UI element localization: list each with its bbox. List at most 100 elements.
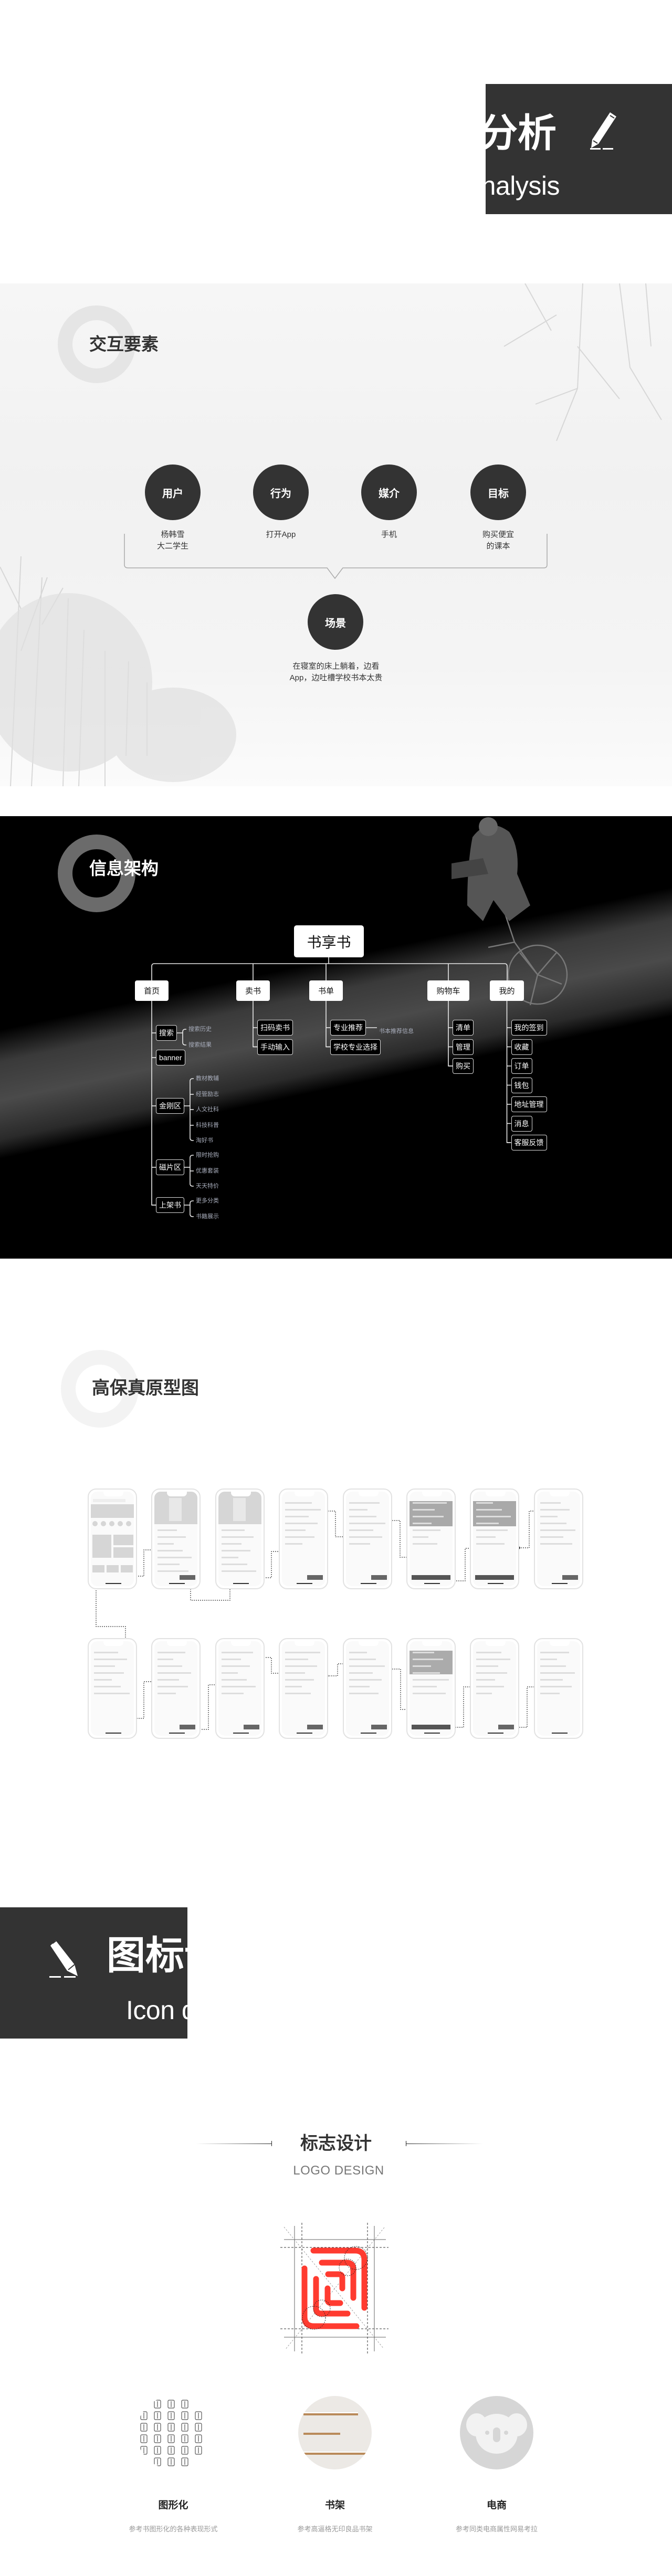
mindmap-node: 订单 <box>511 1058 532 1074</box>
phone-notch <box>167 1641 187 1646</box>
text-line <box>94 1659 127 1660</box>
text-line <box>349 1665 385 1667</box>
home-indicator <box>297 1583 313 1584</box>
phone-notch <box>103 1641 123 1646</box>
text-line <box>540 1686 572 1687</box>
element-label: 行为 <box>270 488 291 500</box>
text-line <box>285 1686 302 1687</box>
screen-content <box>218 1641 261 1736</box>
text-line <box>540 1536 563 1538</box>
text-line <box>413 1659 443 1660</box>
mindmap-leaf: 天天特价 <box>196 1183 219 1189</box>
confirm-button <box>412 1725 450 1729</box>
icon-design-subtitle: Icon design <box>126 1996 258 2025</box>
text-line <box>349 1536 382 1538</box>
reference-label: 电商 <box>486 2500 507 2511</box>
text-line <box>285 1672 306 1674</box>
element-label: 场景 <box>325 617 346 629</box>
mindmap-node: 磁片区 <box>156 1159 184 1175</box>
interaction-elements-section: 交互要素 用户 行为 媒介 目标 杨韩雪大二学生 打开App 手机 购买便宜的课… <box>0 283 672 786</box>
text-line <box>221 1550 250 1551</box>
logo-grid-guides <box>284 2226 386 2351</box>
phone-notch <box>422 1492 442 1496</box>
mindmap-branch-1: 卖书 <box>236 980 270 1001</box>
text-line <box>221 1686 256 1687</box>
desc-line: 大二学生 <box>156 542 188 551</box>
tree-illustration <box>0 283 662 786</box>
text-line <box>476 1502 494 1504</box>
phone-notch <box>486 1641 506 1646</box>
tile <box>113 1547 133 1558</box>
phone-notch <box>230 1641 251 1646</box>
text-line <box>540 1679 563 1681</box>
text-line <box>476 1516 511 1517</box>
action-button <box>371 1575 387 1580</box>
element-desc-behavior: 打开App <box>239 529 323 541</box>
prototype-screen-3 <box>215 1488 265 1589</box>
text-line <box>413 1509 435 1511</box>
flow-connector <box>259 1551 282 1578</box>
text-line <box>540 1693 560 1694</box>
action-button <box>562 1575 578 1580</box>
book-glyph <box>154 2434 161 2443</box>
mindmap-leaf: 淘好书 <box>196 1137 213 1144</box>
screen-content <box>537 1492 580 1586</box>
flow-connector <box>390 1669 411 1710</box>
prototype-screen-8 <box>533 1488 583 1589</box>
logo-red-strokes <box>301 2247 368 2329</box>
text-line <box>540 1529 575 1531</box>
screen-content <box>345 1492 389 1586</box>
text-line <box>540 1543 572 1545</box>
header-title: 交互分析 <box>401 111 556 156</box>
text-line <box>221 1659 241 1660</box>
text-line <box>221 1543 242 1545</box>
screen-content <box>218 1492 261 1586</box>
mindmap-leaf: 更多分类 <box>196 1198 219 1204</box>
mindmap-node: 清单 <box>453 1020 474 1036</box>
flow-connector <box>326 1511 346 1537</box>
reference-bookshelf-circle <box>298 2396 372 2469</box>
book-icons-grid-icon <box>140 2400 202 2466</box>
mindmap-branch-4: 我的 <box>490 980 524 1001</box>
text-line <box>285 1502 312 1504</box>
text-line <box>221 1665 250 1667</box>
pencil-icon <box>590 112 616 150</box>
book-glyph <box>140 2411 148 2420</box>
koala-icon <box>466 2413 527 2454</box>
prototype-screen-12 <box>279 1638 329 1739</box>
mindmap-node: 我的签到 <box>511 1020 547 1036</box>
text-line <box>285 1659 309 1660</box>
home-indicator <box>424 1733 440 1734</box>
text-line <box>221 1652 253 1653</box>
desc-line: 打开App <box>266 530 296 539</box>
book-glyph <box>154 2423 161 2432</box>
book-glyph <box>181 2446 188 2455</box>
text-line <box>285 1693 311 1694</box>
text-line <box>221 1570 256 1572</box>
mindmap-node: 金刚区 <box>156 1098 184 1114</box>
desc-line: 手机 <box>381 530 397 539</box>
connector-line <box>190 1200 194 1217</box>
connector-line <box>182 1029 186 1046</box>
prototype-screen-1 <box>88 1488 137 1589</box>
flow-connector <box>519 1511 539 1548</box>
text-line <box>413 1529 440 1531</box>
screen-content <box>473 1641 517 1736</box>
prototype-screen-2 <box>151 1488 201 1589</box>
text-line <box>413 1686 437 1687</box>
logo-mark <box>280 2223 388 2354</box>
phone-notch <box>358 1641 379 1646</box>
mindmap-node: 学校专业选择 <box>330 1039 381 1055</box>
text-line <box>540 1652 569 1653</box>
header-dark-box <box>486 84 672 214</box>
book-glyph <box>154 2411 161 2420</box>
text-line <box>285 1679 314 1681</box>
desc-line: App，边吐槽学校书本太贵 <box>289 673 383 682</box>
phone-notch <box>103 1492 123 1496</box>
tile <box>113 1535 133 1545</box>
text-line <box>285 1529 306 1531</box>
element-circle-goal: 目标 <box>470 464 526 520</box>
text-line <box>94 1686 121 1687</box>
desc-line: 的课本 <box>486 542 510 551</box>
book-glyph <box>195 2446 202 2455</box>
